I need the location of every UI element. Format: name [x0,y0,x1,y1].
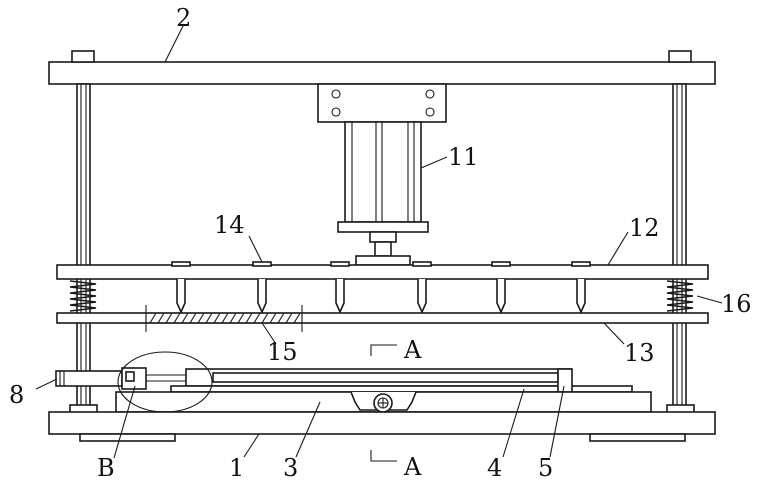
cylinder-mount [318,84,446,122]
label-14: 14 [214,211,245,239]
upper-plate [57,265,708,279]
label-15: 15 [267,338,298,366]
label-13: 13 [624,339,655,367]
label-11: 11 [448,143,479,171]
section-mark-top [371,345,397,356]
top-right-nut [669,51,691,62]
top-plate [49,62,715,84]
label-1: 1 [229,454,244,482]
right-column [673,84,686,412]
bed [116,392,651,412]
cylinder-body [338,122,428,265]
label-2: 2 [176,4,191,32]
label-a-bottom: A [403,453,422,481]
label-a-top: A [403,336,422,364]
label-4: 4 [487,454,502,482]
label-16: 16 [721,290,752,318]
left-column [77,84,90,412]
section-mark-bottom [371,450,397,461]
base-plate [49,412,715,434]
rail-assembly [171,369,632,392]
label-b: B [97,454,115,482]
top-left-nut [72,51,94,62]
label-5: 5 [538,454,553,482]
label-12: 12 [629,214,660,242]
label-8: 8 [9,381,24,409]
label-3: 3 [283,454,298,482]
left-foot [80,434,175,441]
right-foot [590,434,685,441]
